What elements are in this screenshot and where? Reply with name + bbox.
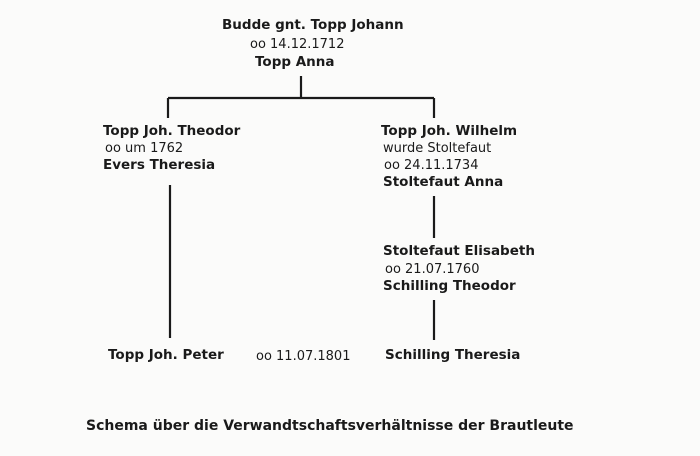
- right-child-name: Stoltefaut Elisabeth: [383, 243, 535, 259]
- left-branch-spouse-name: Evers Theresia: [103, 157, 216, 173]
- root-spouse-name: Topp Anna: [255, 54, 335, 70]
- right-child-spouse-name: Schilling Theodor: [383, 278, 516, 294]
- left-descendant-name: Topp Joh. Peter: [108, 347, 224, 363]
- right-descendant-name: Schilling Theresia: [385, 347, 521, 363]
- root-name: Budde gnt. Topp Johann: [222, 17, 404, 33]
- root-marriage-date: oo 14.12.1712: [250, 37, 345, 52]
- right-child-marriage-date: oo 21.07.1760: [385, 262, 480, 277]
- final-marriage-date: oo 11.07.1801: [256, 349, 351, 364]
- left-branch-marriage-date: oo um 1762: [105, 141, 184, 156]
- right-branch-name: Topp Joh. Wilhelm: [381, 123, 518, 139]
- right-branch-marriage-date: oo 24.11.1734: [384, 158, 479, 173]
- right-branch-name-note: wurde Stoltefaut: [383, 141, 492, 156]
- left-branch-name: Topp Joh. Theodor: [103, 123, 241, 139]
- diagram-caption: Schema über die Verwandtschaftsverhältni…: [86, 418, 574, 434]
- right-branch-spouse-name: Stoltefaut Anna: [383, 174, 504, 190]
